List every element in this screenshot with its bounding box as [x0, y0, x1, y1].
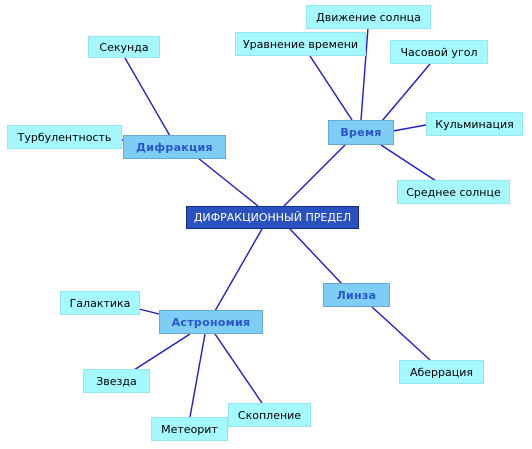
root-node[interactable]: ДИФРАКЦИОННЫЙ ПРЕДЕЛ	[186, 206, 359, 229]
edge-difrakciya-sekunda	[124, 57, 171, 137]
leaf-node-meteorit[interactable]: Метеорит	[151, 417, 228, 441]
leaf-node-chasovoy-ugol[interactable]: Часовой угол	[390, 40, 488, 64]
edge-vremya-uravnenie	[309, 55, 353, 121]
branch-node-vremya[interactable]: Время	[328, 120, 394, 145]
edge-vremya-kulminaciya	[392, 124, 427, 132]
edge-astronomiya-skoplenie	[214, 333, 263, 404]
leaf-node-galaktika[interactable]: Галактика	[60, 291, 140, 315]
edge-astronomiya-zvezda	[133, 333, 191, 371]
edge-root-vremya	[283, 144, 346, 207]
leaf-node-turbulentnost[interactable]: Турбулентность	[7, 125, 122, 149]
edge-root-difrakciya	[197, 157, 259, 207]
edge-root-astronomiya	[214, 228, 263, 312]
edge-linza-aberraciya	[371, 306, 431, 361]
leaf-node-kulminaciya[interactable]: Кульминация	[426, 112, 523, 136]
edge-vremya-srednee	[380, 144, 437, 182]
leaf-node-dvizhenie-solnca[interactable]: Движение солнца	[306, 5, 431, 29]
leaf-node-aberraciya[interactable]: Аберрация	[399, 360, 484, 384]
leaf-node-srednee-solnce[interactable]: Среднее солнце	[397, 180, 510, 204]
branch-node-linza[interactable]: Линза	[323, 283, 390, 307]
leaf-node-uravnenie-vremeni[interactable]: Уравнение времени	[235, 32, 366, 56]
leaf-node-zvezda[interactable]: Звезда	[83, 369, 150, 393]
branch-node-astronomiya[interactable]: Астрономия	[159, 310, 263, 334]
leaf-node-sekunda[interactable]: Секунда	[88, 36, 160, 58]
edge-root-linza	[289, 228, 343, 285]
branch-node-difrakciya[interactable]: Дифракция	[123, 135, 226, 159]
leaf-node-skoplenie[interactable]: Скопление	[228, 403, 311, 427]
edge-vremya-dvizhenie	[360, 27, 369, 121]
edge-astronomiya-meteorit	[189, 333, 206, 418]
edge-vremya-chasovoy	[381, 63, 431, 122]
edge-astronomiya-galaktika	[138, 308, 160, 315]
